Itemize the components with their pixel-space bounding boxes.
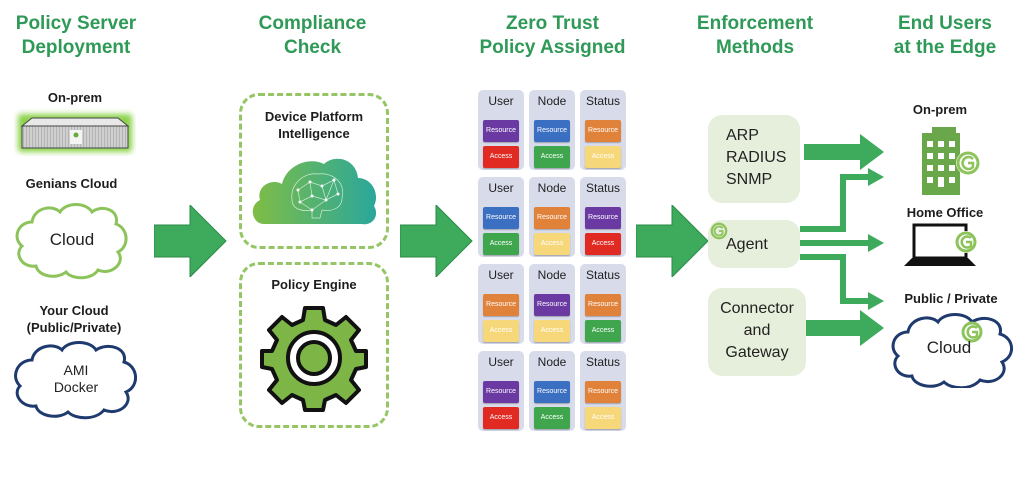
resource-tag: Resource xyxy=(585,120,621,142)
policy-card-header: User xyxy=(488,268,514,282)
enforcement-arrows xyxy=(800,134,884,346)
resource-tag: Resource xyxy=(585,381,621,403)
column-title-policy: Zero Trust Policy Assigned xyxy=(479,13,626,58)
resource-tag: Resource xyxy=(585,294,621,316)
access-tag: Access xyxy=(534,146,570,168)
your-cloud-label: Your Cloud (Public/Private) xyxy=(26,303,122,335)
resource-tag: Resource xyxy=(534,207,570,229)
arrow-connector-to-cloud xyxy=(806,310,884,346)
network-methods-text: ARP RADIUS SNMP xyxy=(726,127,787,188)
connector-gateway-box: Connector and Gateway xyxy=(708,288,806,376)
access-tag: Access xyxy=(585,320,621,342)
column-title-enforcement: Enforcement Methods xyxy=(696,13,814,58)
resource-tag: Resource xyxy=(534,120,570,142)
genians-cloud-text: Cloud xyxy=(49,230,95,249)
device-platform-intelligence-box xyxy=(239,93,389,249)
access-tag: Access xyxy=(483,320,519,342)
edge-cloud-icon xyxy=(891,313,1013,388)
brain-cloud-icon xyxy=(252,158,377,225)
access-tag: Access xyxy=(585,407,621,429)
access-tag: Access xyxy=(534,320,570,342)
building-icon xyxy=(922,127,980,195)
access-tag: Access xyxy=(483,233,519,255)
your-cloud-text: AMI Docker xyxy=(53,362,99,395)
gear-icon xyxy=(260,306,368,412)
server-appliance-icon xyxy=(18,114,132,152)
genians-cloud-icon xyxy=(15,203,128,280)
agent-text: Agent xyxy=(726,236,768,253)
genians-g-icon xyxy=(956,151,980,175)
policy-card-header: User xyxy=(488,94,514,108)
column-title-compliance: Compliance Check xyxy=(258,13,367,58)
resource-tag: Resource xyxy=(585,207,621,229)
column-title-edge: End Users at the Edge xyxy=(893,13,997,58)
onprem-label: On-prem xyxy=(47,90,103,105)
access-tag: Access xyxy=(534,233,570,255)
laptop-icon xyxy=(904,223,977,266)
policy-card-header: Node xyxy=(537,181,567,195)
genians-g-icon xyxy=(955,231,977,253)
edge-onprem-label: On-prem xyxy=(912,102,968,117)
policy-card-header: User xyxy=(488,181,514,195)
genians-g-icon xyxy=(710,222,728,240)
policy-engine-label: Policy Engine xyxy=(271,277,357,292)
policy-card-header: Node xyxy=(537,94,567,108)
arrow-agent-to-cloud xyxy=(800,254,884,310)
resource-tag: Resource xyxy=(534,381,570,403)
edge-cloud-text: Cloud xyxy=(926,338,972,357)
public-private-label: Public / Private xyxy=(904,291,998,306)
genians-g-icon xyxy=(961,321,983,343)
access-tag: Access xyxy=(585,146,621,168)
agent-box: Agent xyxy=(708,220,800,268)
access-tag: Access xyxy=(483,146,519,168)
resource-tag: Resource xyxy=(483,120,519,142)
resource-tag: Resource xyxy=(483,294,519,316)
policy-card-header: Status xyxy=(585,355,621,369)
access-tag: Access xyxy=(483,407,519,429)
policy-card-header: Node xyxy=(537,268,567,282)
policy-card-header: Status xyxy=(585,181,621,195)
arrow-agent-to-home xyxy=(800,234,884,252)
access-tag: Access xyxy=(585,233,621,255)
flow-arrow-3 xyxy=(636,205,709,277)
resource-tag: Resource xyxy=(483,207,519,229)
arrow-agent-to-onprem xyxy=(800,168,884,232)
resource-tag: Resource xyxy=(483,381,519,403)
policy-card-header: Node xyxy=(537,355,567,369)
home-office-label: Home Office xyxy=(906,205,984,220)
column-title-deployment: Policy Server Deployment xyxy=(15,13,137,58)
policy-card-header: Status xyxy=(585,94,621,108)
your-cloud-icon xyxy=(14,341,137,420)
genians-cloud-label: Genians Cloud xyxy=(25,176,118,191)
flow-arrow-1 xyxy=(154,205,227,277)
policy-engine-box xyxy=(239,262,389,428)
network-enforcement-box: ARP RADIUS SNMP xyxy=(708,115,800,203)
policy-card-header: User xyxy=(488,355,514,369)
connector-text: Connector and Gateway xyxy=(720,300,794,361)
policy-card-header: Status xyxy=(585,268,621,282)
dpi-label: Device Platform Intelligence xyxy=(264,109,364,141)
arrow-network-to-onprem xyxy=(804,134,884,170)
access-tag: Access xyxy=(534,407,570,429)
flow-arrow-2 xyxy=(400,205,473,277)
resource-tag: Resource xyxy=(534,294,570,316)
